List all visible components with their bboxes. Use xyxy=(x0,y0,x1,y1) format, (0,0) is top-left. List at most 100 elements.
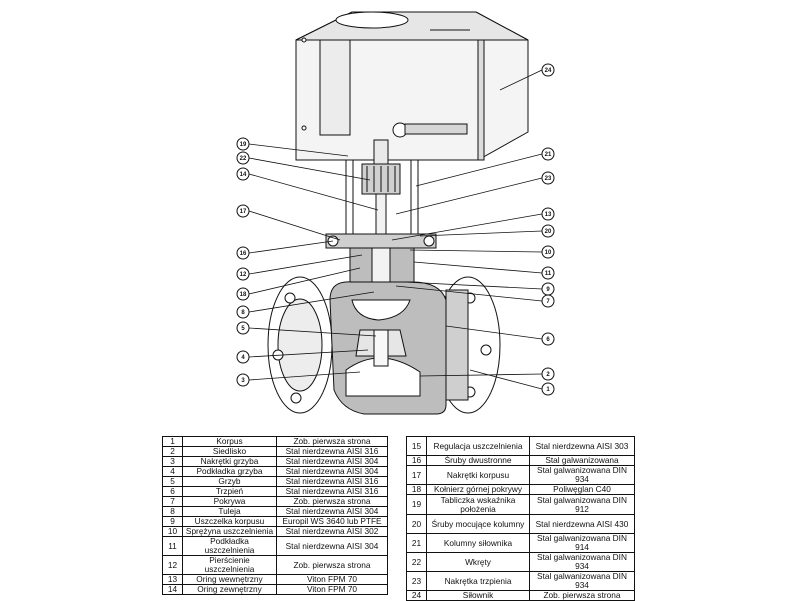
callout-label: 1 xyxy=(546,387,550,393)
part-number-cell: 2 xyxy=(162,446,183,457)
callout-balloon xyxy=(541,266,555,280)
callout-label: 6 xyxy=(546,337,550,343)
callout-label: 18 xyxy=(240,292,247,298)
callout-balloon xyxy=(236,287,250,301)
callout-22: 22 xyxy=(236,151,371,181)
part-name-cell: Wkręty xyxy=(426,552,530,572)
callout-balloon xyxy=(236,167,250,181)
callout-balloon xyxy=(541,207,555,221)
part-number-cell: 3 xyxy=(162,456,183,467)
part-material-cell: Stal nierdzewna AISI 303 xyxy=(529,436,635,456)
callout-balloon xyxy=(236,373,250,387)
callout-balloon xyxy=(541,332,555,346)
leader-line xyxy=(248,240,334,254)
callout-label: 13 xyxy=(545,212,552,218)
part-name-cell: Pokrywa xyxy=(182,496,277,507)
part-name-cell: Sprężyna uszczelnienia xyxy=(182,526,277,537)
callout-21: 21 xyxy=(415,147,555,187)
part-name-cell: Grzyb xyxy=(182,476,277,487)
callout-6: 6 xyxy=(445,325,555,346)
leader-line xyxy=(248,371,361,381)
callout-balloon xyxy=(236,137,250,151)
callout-label: 16 xyxy=(240,251,247,257)
leader-line xyxy=(248,173,379,211)
valve-cross-section xyxy=(267,11,529,415)
part-name-cell: Trzpień xyxy=(182,486,277,497)
part-number-cell: 20 xyxy=(406,514,427,534)
part-number-cell: 10 xyxy=(162,526,183,537)
part-material-cell: Stal galwanizowana DIN 934 xyxy=(529,571,635,591)
callout-label: 3 xyxy=(241,378,245,384)
part-number-cell: 8 xyxy=(162,506,183,517)
callout-balloon xyxy=(236,321,250,335)
part-material-cell: Zob. pierwsza strona xyxy=(529,590,635,601)
callout-label: 5 xyxy=(241,326,245,332)
part-material-cell: Zob. pierwsza strona xyxy=(276,436,388,447)
actuator-housing xyxy=(295,11,529,161)
callout-2: 2 xyxy=(419,367,555,381)
leader-line xyxy=(248,210,341,241)
callout-label: 2 xyxy=(546,372,550,378)
part-material-cell: Stal nierdzewna AISI 430 xyxy=(529,514,635,534)
callout-balloon xyxy=(541,63,555,77)
part-number-cell: 4 xyxy=(162,466,183,477)
part-name-cell: Nakrętka trzpienia xyxy=(426,571,530,591)
part-material-cell: Viton FPM 70 xyxy=(276,584,388,595)
part-number-cell: 7 xyxy=(162,496,183,507)
part-number-cell: 13 xyxy=(162,574,183,585)
callout-label: 19 xyxy=(240,142,247,148)
part-name-cell: Regulacja uszczelnienia xyxy=(426,436,530,456)
part-number-cell: 21 xyxy=(406,533,427,553)
callout-17: 17 xyxy=(236,204,341,241)
callout-balloon xyxy=(541,382,555,396)
part-material-cell: Stal nierdzewna AISI 304 xyxy=(276,466,388,477)
callout-7: 7 xyxy=(395,285,555,308)
leader-line xyxy=(248,349,369,358)
part-material-cell: Stal nierdzewna AISI 304 xyxy=(276,536,388,556)
callout-balloon xyxy=(541,245,555,259)
part-material-cell: Viton FPM 70 xyxy=(276,574,388,585)
callout-label: 20 xyxy=(545,229,552,235)
part-material-cell: Zob. pierwsza strona xyxy=(276,496,388,507)
part-number-cell: 16 xyxy=(406,455,427,466)
part-number-cell: 11 xyxy=(162,536,183,556)
leader-line xyxy=(419,230,543,237)
leader-line xyxy=(395,285,543,302)
part-name-cell: Oring wewnętrzny xyxy=(182,574,277,585)
callout-23: 23 xyxy=(395,171,555,215)
callout-24: 24 xyxy=(499,63,555,91)
callout-label: 10 xyxy=(545,250,552,256)
leader-line xyxy=(248,327,377,337)
part-material-cell: Stal galwanizowana xyxy=(529,455,635,466)
part-material-cell: Stal galwanizowana DIN 934 xyxy=(529,552,635,572)
part-name-cell: Siłownik xyxy=(426,590,530,601)
part-name-cell: Oring zewnętrzny xyxy=(182,584,277,595)
callout-balloon xyxy=(541,224,555,238)
part-number-cell: 23 xyxy=(406,571,427,591)
callout-label: 7 xyxy=(546,299,550,305)
callout-3: 3 xyxy=(236,371,361,387)
part-number-cell: 15 xyxy=(406,436,427,456)
leader-line xyxy=(499,69,543,91)
part-material-cell: Poliwęglan C40 xyxy=(529,484,635,495)
part-name-cell: Śruby mocujące kolumny xyxy=(426,514,530,534)
callout-balloon xyxy=(236,204,250,218)
part-name-cell: Tuleja xyxy=(182,506,277,517)
